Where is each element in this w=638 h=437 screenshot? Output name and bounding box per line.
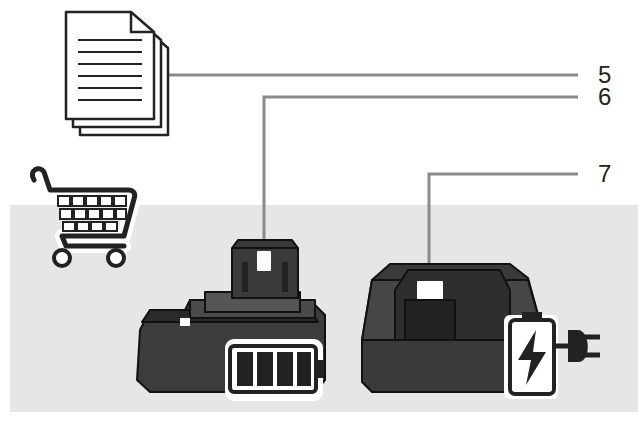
plug-icon [556,330,600,362]
callout-number: 6 [596,85,613,109]
battery [137,240,325,392]
document-icon [66,12,168,135]
leader-lines [152,75,578,285]
callout-number: 7 [596,162,613,186]
charging-icon [504,312,558,399]
battery-level-icon [228,342,324,398]
cart-icon [32,169,134,266]
callout-number: 5 [596,63,613,87]
